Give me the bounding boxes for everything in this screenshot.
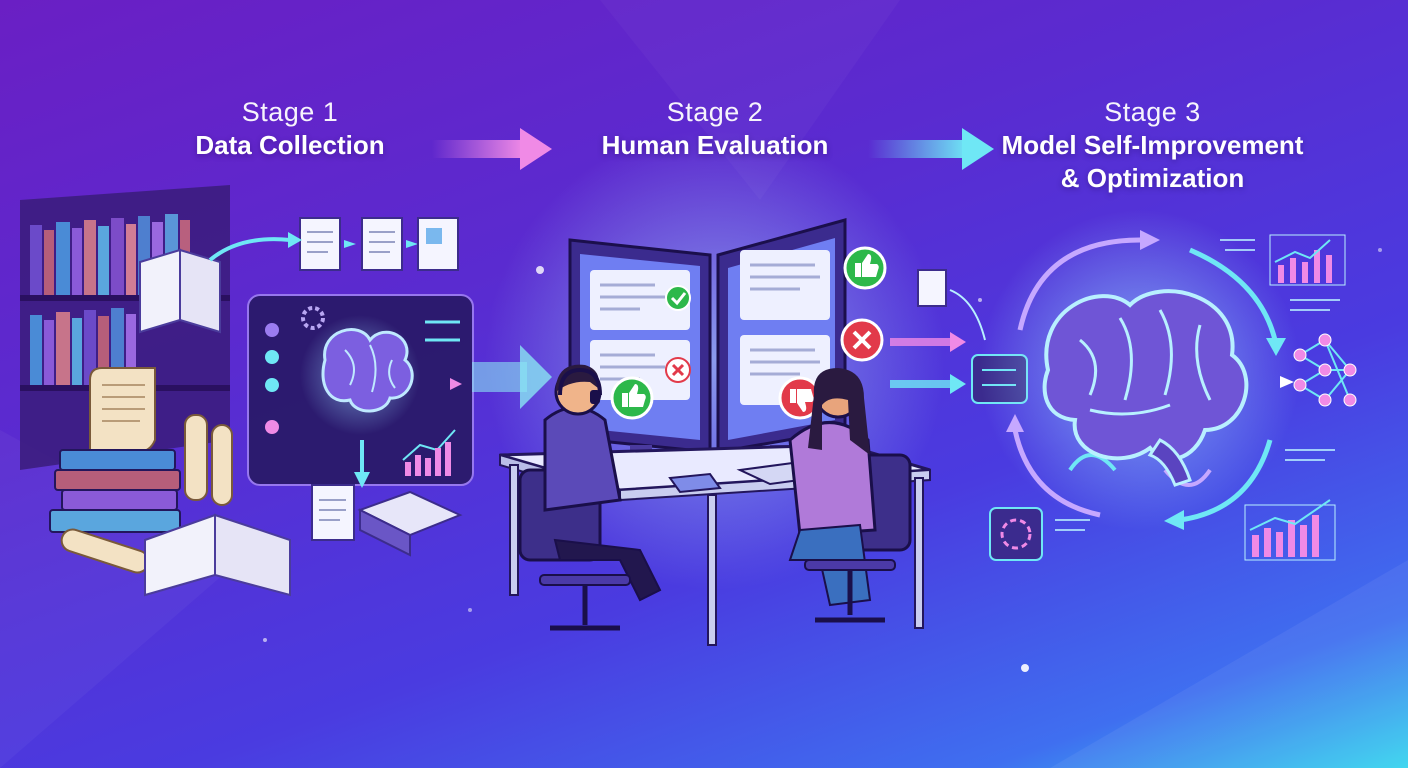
document-icon [299, 217, 341, 271]
evaluator-right [788, 368, 912, 623]
check-icon [665, 285, 691, 311]
cycle-arrow-icon [1006, 230, 1286, 530]
closed-book-icon [357, 490, 463, 557]
processing-panel [247, 294, 474, 486]
thumbs-down-icon [778, 376, 822, 420]
panel-down-arrow [354, 440, 370, 488]
open-book-icon [139, 248, 221, 334]
document-bottom-icon [311, 484, 355, 541]
scroll-icon [89, 367, 156, 453]
stage-1-title: Data Collection [195, 130, 385, 160]
document-icon [417, 217, 459, 271]
stage-1-label: Stage 1 [241, 97, 339, 127]
stage-3-header: Stage 3 Model Self-Improvement & Optimiz… [975, 95, 1330, 195]
evaluator-left [518, 364, 662, 631]
stage-2-title: Human Evaluation [601, 130, 829, 160]
x-mark-icon [665, 357, 691, 383]
x-mark-icon [840, 318, 884, 362]
open-book-bottom-icon [144, 513, 291, 597]
neural-network-icon [1280, 333, 1357, 407]
stage-1-header: Stage 1 Data Collection [150, 95, 430, 162]
brain-icon [321, 328, 414, 413]
arrow-stage-1-to-2 [432, 128, 552, 170]
stage-2-header: Stage 2 Human Evaluation [560, 95, 870, 162]
book-stack-icon [49, 449, 181, 533]
gear-icon [301, 306, 325, 330]
thumbs-up-icon [610, 376, 654, 420]
stage-3-title-line-1: Model Self-Improvement [1001, 130, 1304, 160]
stage-3-label: Stage 3 [1104, 97, 1201, 127]
settings-dial-icon [989, 507, 1043, 561]
bar-chart-icon [1244, 499, 1336, 561]
thumbs-up-icon [843, 246, 887, 290]
document-stack [208, 217, 459, 271]
brain-icon [1042, 289, 1249, 487]
arrow-stage-2-to-3 [868, 128, 994, 170]
bar-chart-icon [402, 429, 456, 476]
arrow-panel-to-stage-2 [472, 345, 552, 409]
bar-chart-icon [1269, 234, 1346, 286]
rolled-scroll-icon [60, 414, 233, 574]
document-icon [361, 217, 403, 271]
stage-headers: Stage 1 Data Collection Stage 2 Human Ev… [0, 0, 1408, 210]
stage-2-label: Stage 2 [666, 97, 764, 127]
stage-3-title-line-2: & Optimization [1060, 163, 1245, 193]
